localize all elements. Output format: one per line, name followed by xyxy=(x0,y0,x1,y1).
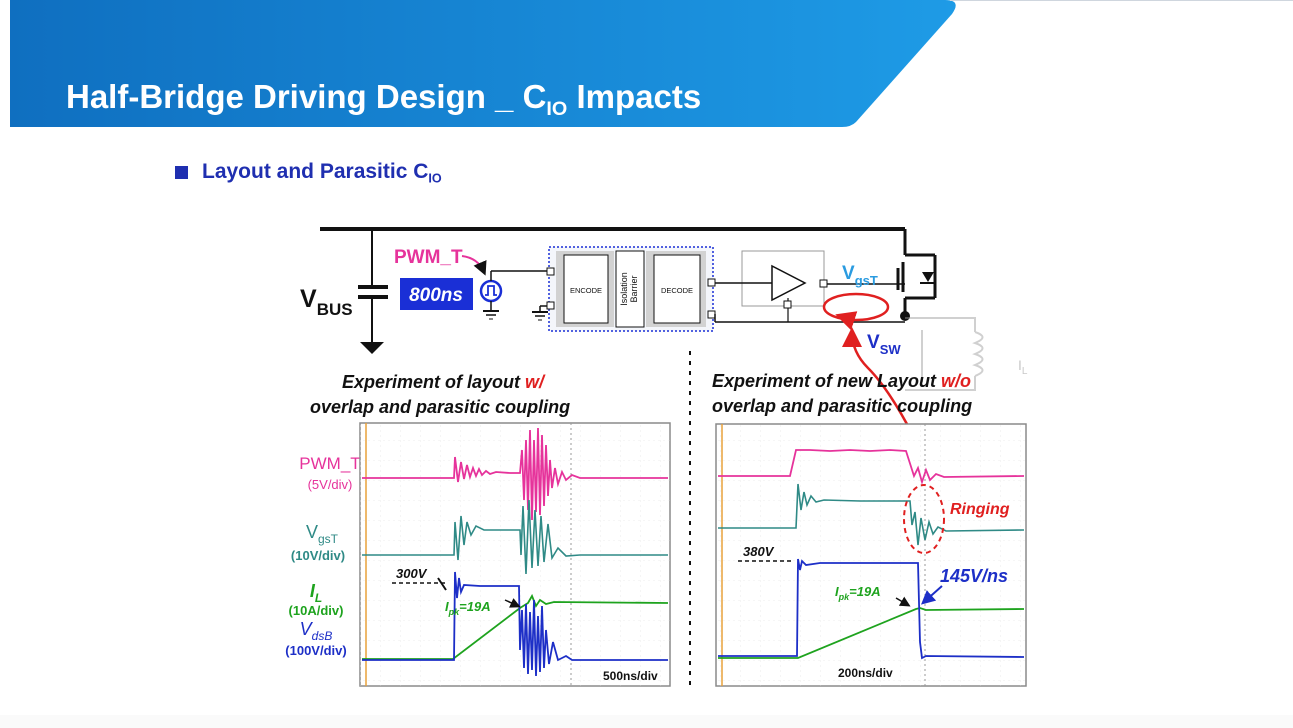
left-voltage-marker: 300V xyxy=(396,566,428,581)
svg-text:VdsB: VdsB xyxy=(300,619,333,643)
right-ipk-label: Ipk=19A xyxy=(835,584,881,602)
svg-text:Barrier: Barrier xyxy=(629,275,639,302)
vbus-label: VBUS xyxy=(300,285,353,319)
bullet-text: Layout and Parasitic CIO xyxy=(202,160,442,186)
svg-text:VgsT: VgsT xyxy=(306,522,339,546)
inductor-icon xyxy=(905,317,984,391)
right-voltage-marker: 380V xyxy=(743,544,775,559)
left-vgst-trace xyxy=(362,499,668,575)
isolation-barrier xyxy=(615,250,645,328)
pwm-source-label: PWM_T xyxy=(394,247,463,268)
mosfet-icon xyxy=(896,229,937,321)
svg-text:(10V/div): (10V/div) xyxy=(291,548,345,563)
right-slew-rate: 145V/ns xyxy=(940,566,1008,586)
svg-text:(10A/div): (10A/div) xyxy=(289,603,344,618)
bottom-strip xyxy=(0,715,1293,728)
pwm-source-icon xyxy=(479,279,503,303)
left-ipk-label: Ipk=19A xyxy=(445,599,491,617)
waveform-legend: PWM_T (5V/div) VgsT (10V/div) IL (10A/di… xyxy=(285,454,360,658)
left-experiment-subtitle: overlap and parasitic coupling xyxy=(310,397,570,417)
schematic: VBUS PWM_T 800ns ENCODE Isolation Barrie… xyxy=(300,227,1028,494)
slide-title: Half-Bridge Driving Design _ CIO Impacts xyxy=(66,78,702,120)
right-vds-trace xyxy=(718,558,1025,660)
svg-text:(5V/div): (5V/div) xyxy=(308,477,353,492)
pulse-width-badge xyxy=(400,278,473,310)
left-pwm-trace xyxy=(362,427,668,521)
left-vds-trace xyxy=(362,571,668,677)
right-vgst-trace xyxy=(718,483,1025,546)
scope-left: 300V Ipk=19A 500ns/div xyxy=(359,422,671,687)
driver-amplifier xyxy=(771,264,807,302)
svg-text:DECODE: DECODE xyxy=(661,286,693,295)
encode-block xyxy=(563,254,609,324)
ringing-highlight xyxy=(903,484,945,554)
switching-loop-icon xyxy=(822,292,890,322)
decode-block xyxy=(653,254,701,324)
scope-right: 380V Ipk=19A 145V/ns Ringing 200ns/div xyxy=(715,423,1027,687)
right-il-trace xyxy=(718,607,1025,659)
right-timebase: 200ns/div xyxy=(838,666,893,680)
svg-text:Isolation: Isolation xyxy=(619,272,629,306)
vsw-label: VSW xyxy=(867,332,901,357)
svg-text:IL: IL xyxy=(310,581,322,605)
il-label: IL xyxy=(1018,357,1028,377)
svg-text:ENCODE: ENCODE xyxy=(570,286,602,295)
right-experiment-title: Experiment of new Layout w/o xyxy=(712,371,971,391)
svg-text:PWM_T: PWM_T xyxy=(299,454,360,473)
svg-text:(100V/div): (100V/div) xyxy=(285,643,346,658)
left-experiment-title: Experiment of layout w/ xyxy=(342,372,546,392)
bullet-icon xyxy=(175,166,188,179)
title-banner xyxy=(10,0,1293,127)
right-experiment-subtitle: overlap and parasitic coupling xyxy=(712,396,972,416)
ringing-label: Ringing xyxy=(950,501,1010,518)
svg-text:800ns: 800ns xyxy=(409,285,463,306)
ground-icon xyxy=(360,342,384,354)
left-timebase: 500ns/div xyxy=(603,669,658,683)
right-pwm-trace xyxy=(718,449,1025,486)
vgst-label: VgsT xyxy=(842,263,878,288)
